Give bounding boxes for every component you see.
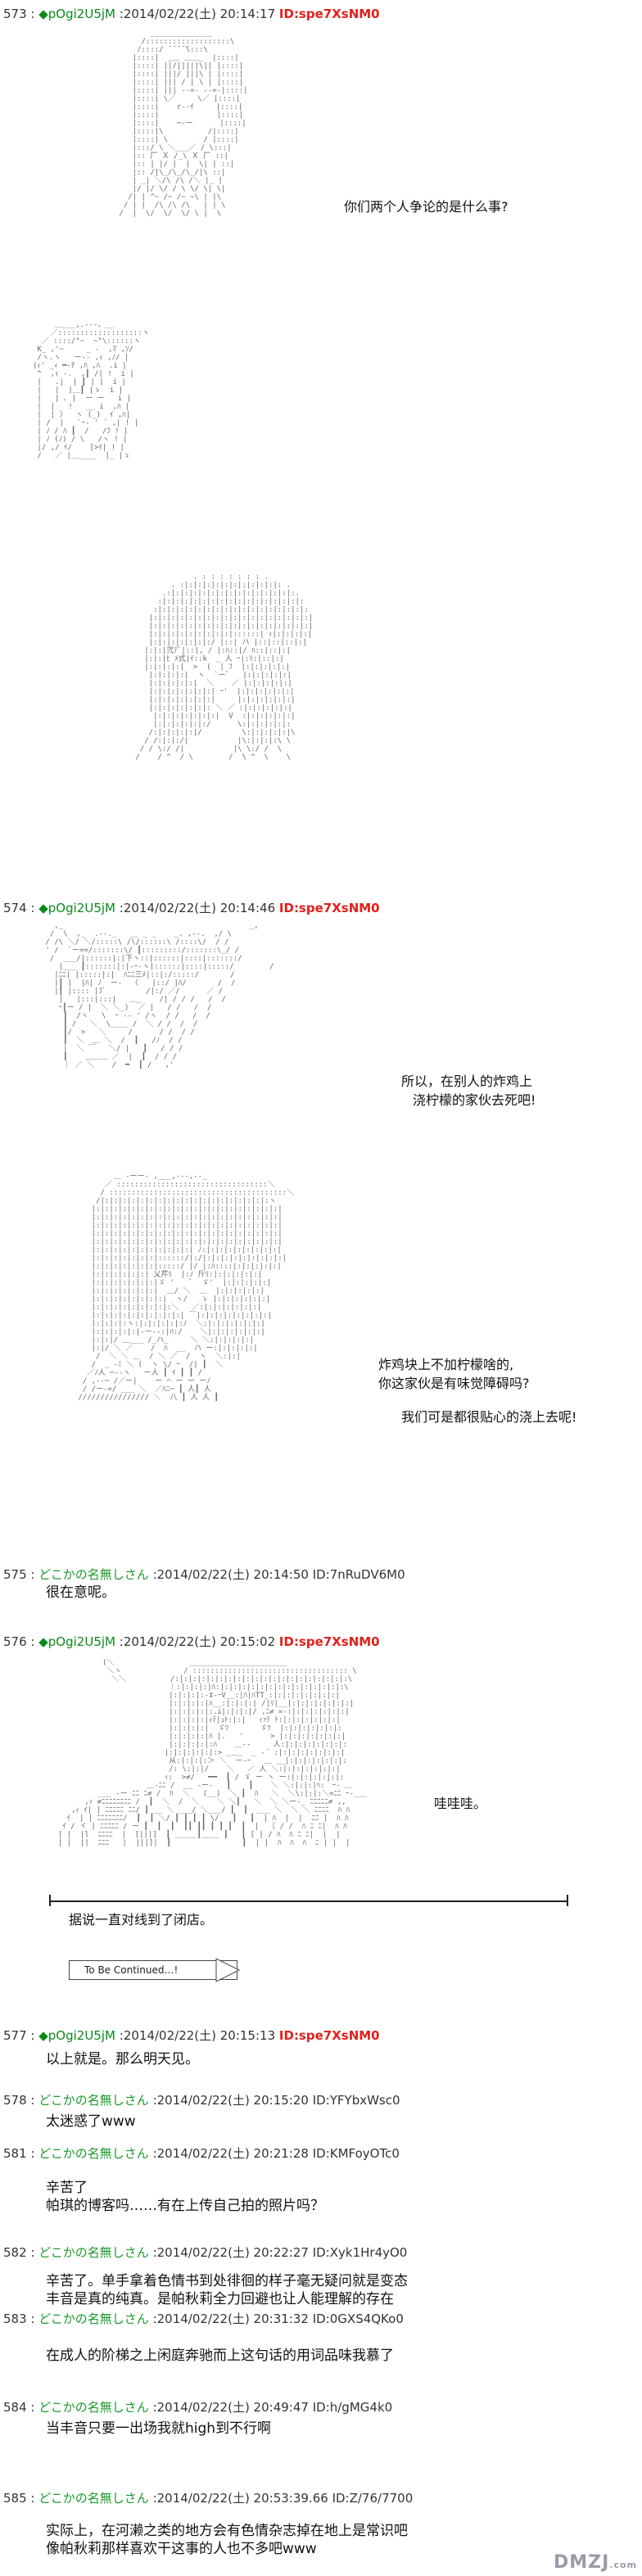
post-number: 574 : xyxy=(3,901,35,915)
post-id[interactable]: ID:Xyk1Hr4yO0 xyxy=(312,2245,408,2260)
speech-4: 哇哇哇。 xyxy=(434,1796,487,1811)
author-name[interactable]: どこかの名無しさん xyxy=(38,2400,149,2415)
post-body-581-line1: 辛苦了 xyxy=(46,2180,88,2196)
post-body-578: 太迷惑了www xyxy=(46,2113,136,2130)
to-be-continued-label: To Be Continued…! xyxy=(84,1964,179,1976)
post-id[interactable]: ID:h/gMG4k0 xyxy=(312,2400,393,2415)
post-number: 576 : xyxy=(3,1634,35,1649)
author-name[interactable]: どこかの名無しさん xyxy=(38,1567,149,1582)
post-number: 577 : xyxy=(3,2028,35,2043)
trip-mark: ◆ xyxy=(38,1634,48,1649)
post-body-582-line1: 辛苦了。单手拿着色情书到处徘徊的样子毫无疑问就是变态 xyxy=(46,2273,408,2289)
logo-sub: .com xyxy=(609,2560,637,2570)
post-date: :2014/02/22(土) 20:15:02 xyxy=(119,1634,276,1649)
speech-3b: 你这家伙是有味觉障碍吗? xyxy=(378,1376,530,1391)
post-body-582-line2: 丰音是真的纯真。是帕秋莉全力回避也让人能理解的存在 xyxy=(46,2291,394,2307)
author-trip[interactable]: pOgi2U5jM xyxy=(47,901,115,915)
post-id[interactable]: ID:spe7XsNM0 xyxy=(278,1634,380,1649)
post-header-575: 575 : どこかの名無しさん :2014/02/22(土) 20:14:50 … xyxy=(3,1567,405,1582)
post-id[interactable]: ID:spe7XsNM0 xyxy=(278,7,380,21)
post-body-583: 在成人的阶梯之上闲庭奔驰而上这句话的用词品味我慕了 xyxy=(46,2348,394,2364)
post-id[interactable]: ID:7nRuDV6M0 xyxy=(312,1567,405,1582)
post-body-585-line1: 实际上，在河濑之类的地方会有色情杂志掉在地上是常识吧 xyxy=(46,2523,408,2539)
post-header-574: 574 : ◆pOgi2U5jM :2014/02/22(土) 20:14:46… xyxy=(3,901,380,915)
post-id[interactable]: ID:0GXS4QKo0 xyxy=(312,2312,404,2326)
post-number: 575 : xyxy=(3,1567,35,1582)
logo-main: DMZJ xyxy=(553,2552,610,2573)
post-body-585-line2: 像帕秋莉那样喜欢干这事的人也不多吧www xyxy=(46,2541,317,2557)
post-number: 582 : xyxy=(3,2245,35,2260)
post-body-581-line2: 帕琪的博客吗……有在上传自己拍的照片吗？ xyxy=(46,2198,324,2214)
post-header-584: 584 : どこかの名無しさん :2014/02/22(土) 20:49:47 … xyxy=(3,2400,392,2415)
ascii-art-character-6: (＼ ______________________ ＼ヽ / :::::::::… xyxy=(57,1659,368,1847)
author-trip[interactable]: pOgi2U5jM xyxy=(47,7,115,21)
site-logo: DMZJ.com xyxy=(554,2552,637,2573)
timeline-start-cap xyxy=(49,1895,51,1906)
post-number: 584 : xyxy=(3,2400,35,2415)
post-id[interactable]: ID:YFYbxWsc0 xyxy=(312,2093,400,2108)
post-header-585: 585 : どこかの名無しさん :2014/02/22(土) 20:53:39.… xyxy=(3,2491,413,2506)
post-date: :2014/02/22(土) 20:14:17 xyxy=(119,7,276,21)
author-trip[interactable]: pOgi2U5jM xyxy=(47,1634,115,1649)
author-name[interactable]: どこかの名無しさん xyxy=(38,2245,149,2260)
post-header-583: 583 : どこかの名無しさん :2014/02/22(土) 20:31:32 … xyxy=(3,2312,404,2326)
author-name[interactable]: どこかの名無しさん xyxy=(38,2093,149,2108)
post-body-575: 很在意呢。 xyxy=(46,1584,115,1601)
post-header-577: 577 : ◆pOgi2U5jM :2014/02/22(土) 20:15:13… xyxy=(3,2028,380,2043)
post-id[interactable]: ID:Z/76/7700 xyxy=(332,2491,414,2506)
speech-3c: 我们可是都很贴心的浇上去呢! xyxy=(401,1409,577,1425)
ascii-art-character-2: ＿___,.---、__ ／:::::::::::::::::::ヽ ／ :::… xyxy=(33,321,150,460)
narration-caption: 据说一直对线到了闭店。 xyxy=(69,1912,214,1927)
trip-mark: ◆ xyxy=(38,7,48,21)
post-body-584: 当丰音只要一出场我就high到不行啊 xyxy=(46,2420,272,2437)
speech-3a: 炸鸡块上不加柠檬啥的, xyxy=(378,1357,514,1372)
ascii-art-character-5: ＿ -ーー- ,___,-‐-,--_ ／ ::::::::::::::::::… xyxy=(78,1173,295,1402)
post-number: 573 : xyxy=(3,7,35,21)
post-date: :2014/02/22(土) 20:15:20 xyxy=(152,2093,309,2108)
post-number: 583 : xyxy=(3,2312,35,2326)
post-id[interactable]: ID:KMFoyOTc0 xyxy=(312,2146,400,2161)
post-date: :2014/02/22(土) 20:22:27 xyxy=(152,2245,309,2260)
ascii-art-character-3: . : : : : : : : . . :|:|:|:|:|:|:|:|:|:|… xyxy=(135,573,314,762)
to-be-continued-box: To Be Continued…! xyxy=(69,1960,237,1980)
speech-2b: 浇柠檬的家伙去死吧! xyxy=(413,1092,536,1108)
post-date: :2014/02/22(土) 20:31:32 xyxy=(152,2312,309,2326)
timeline-end-cap xyxy=(567,1895,568,1906)
post-header-582: 582 : どこかの名無しさん :2014/02/22(土) 20:22:27 … xyxy=(3,2245,407,2260)
post-date: :2014/02/22(土) 20:21:28 xyxy=(152,2146,309,2161)
post-date: :2014/02/22(土) 20:15:13 xyxy=(119,2028,276,2043)
ascii-art-character-1: ______________ /:::::::::::::::::::\ /::… xyxy=(119,29,248,218)
speech-1: 你们两个人争论的是什么事? xyxy=(344,199,509,215)
post-number: 581 : xyxy=(3,2146,35,2161)
post-date: :2014/02/22(土) 20:14:46 xyxy=(119,901,276,915)
post-header-578: 578 : どこかの名無しさん :2014/02/22(土) 20:15:20 … xyxy=(3,2093,400,2108)
timeline-bar xyxy=(51,1900,568,1902)
post-header-573: 573 : ◆pOgi2U5jM :2014/02/22(土) 20:14:17… xyxy=(3,7,380,21)
post-header-576: 576 : ◆pOgi2U5jM :2014/02/22(土) 20:15:02… xyxy=(3,1634,380,1649)
post-body-577: 以上就是。那么明天见。 xyxy=(46,2051,199,2068)
ascii-art-character-4: ,_ _, / \ ,_ .--._ __ _ _ _. ,--. ,/ \ /… xyxy=(45,922,274,1069)
post-date: :2014/02/22(土) 20:53:39.66 xyxy=(152,2491,328,2506)
post-date: :2014/02/22(土) 20:49:47 xyxy=(152,2400,309,2415)
post-number: 585 : xyxy=(3,2491,35,2506)
post-number: 578 : xyxy=(3,2093,35,2108)
speech-2a: 所以，在别人的炸鸡上 xyxy=(401,1073,533,1089)
arrow-right-icon xyxy=(215,1958,241,1982)
trip-mark: ◆ xyxy=(38,901,48,915)
post-id[interactable]: ID:spe7XsNM0 xyxy=(278,2028,380,2043)
author-name[interactable]: どこかの名無しさん xyxy=(38,2312,149,2326)
post-id[interactable]: ID:spe7XsNM0 xyxy=(278,901,380,915)
author-trip[interactable]: pOgi2U5jM xyxy=(47,2028,115,2043)
author-name[interactable]: どこかの名無しさん xyxy=(38,2146,149,2161)
trip-mark: ◆ xyxy=(38,2028,48,2043)
post-header-581: 581 : どこかの名無しさん :2014/02/22(土) 20:21:28 … xyxy=(3,2146,400,2161)
post-date: :2014/02/22(土) 20:14:50 xyxy=(152,1567,309,1582)
author-name[interactable]: どこかの名無しさん xyxy=(38,2491,149,2506)
